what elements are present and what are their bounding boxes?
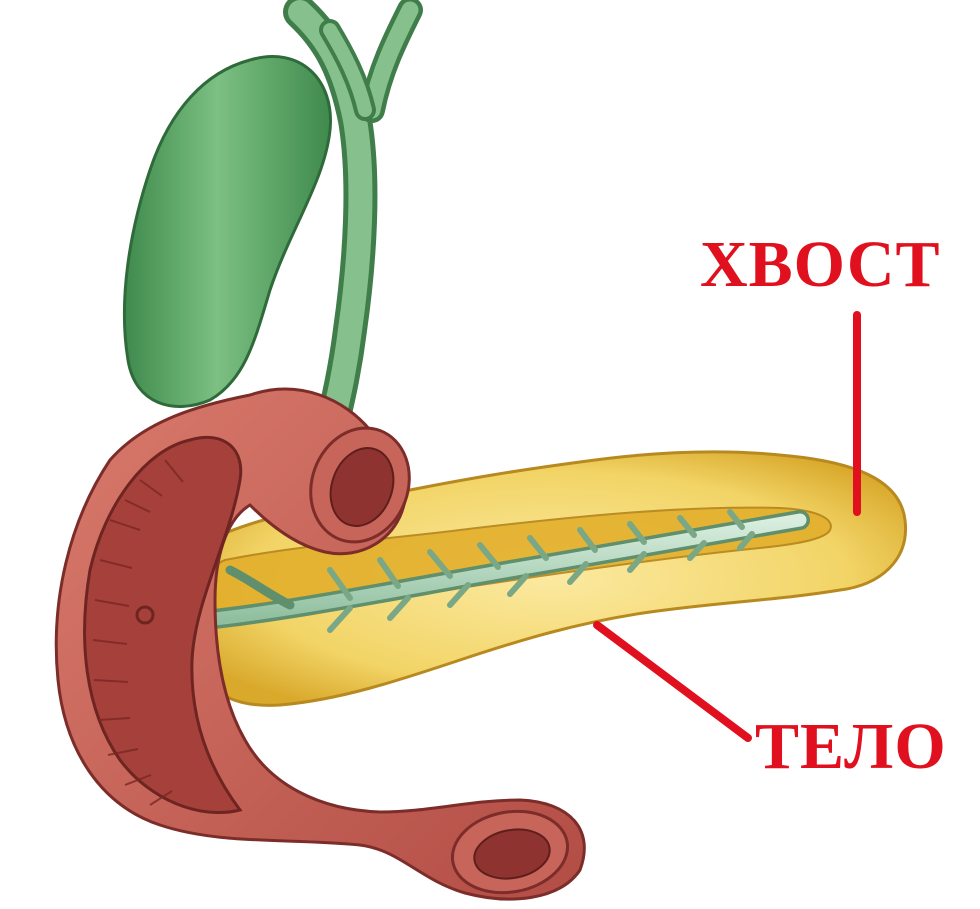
tail-label: ХВОСТ — [700, 232, 941, 298]
gallbladder — [124, 56, 330, 406]
bile-duct — [300, 10, 410, 425]
body-label: ТЕЛО — [755, 714, 947, 780]
body-pointer-line — [597, 625, 748, 738]
